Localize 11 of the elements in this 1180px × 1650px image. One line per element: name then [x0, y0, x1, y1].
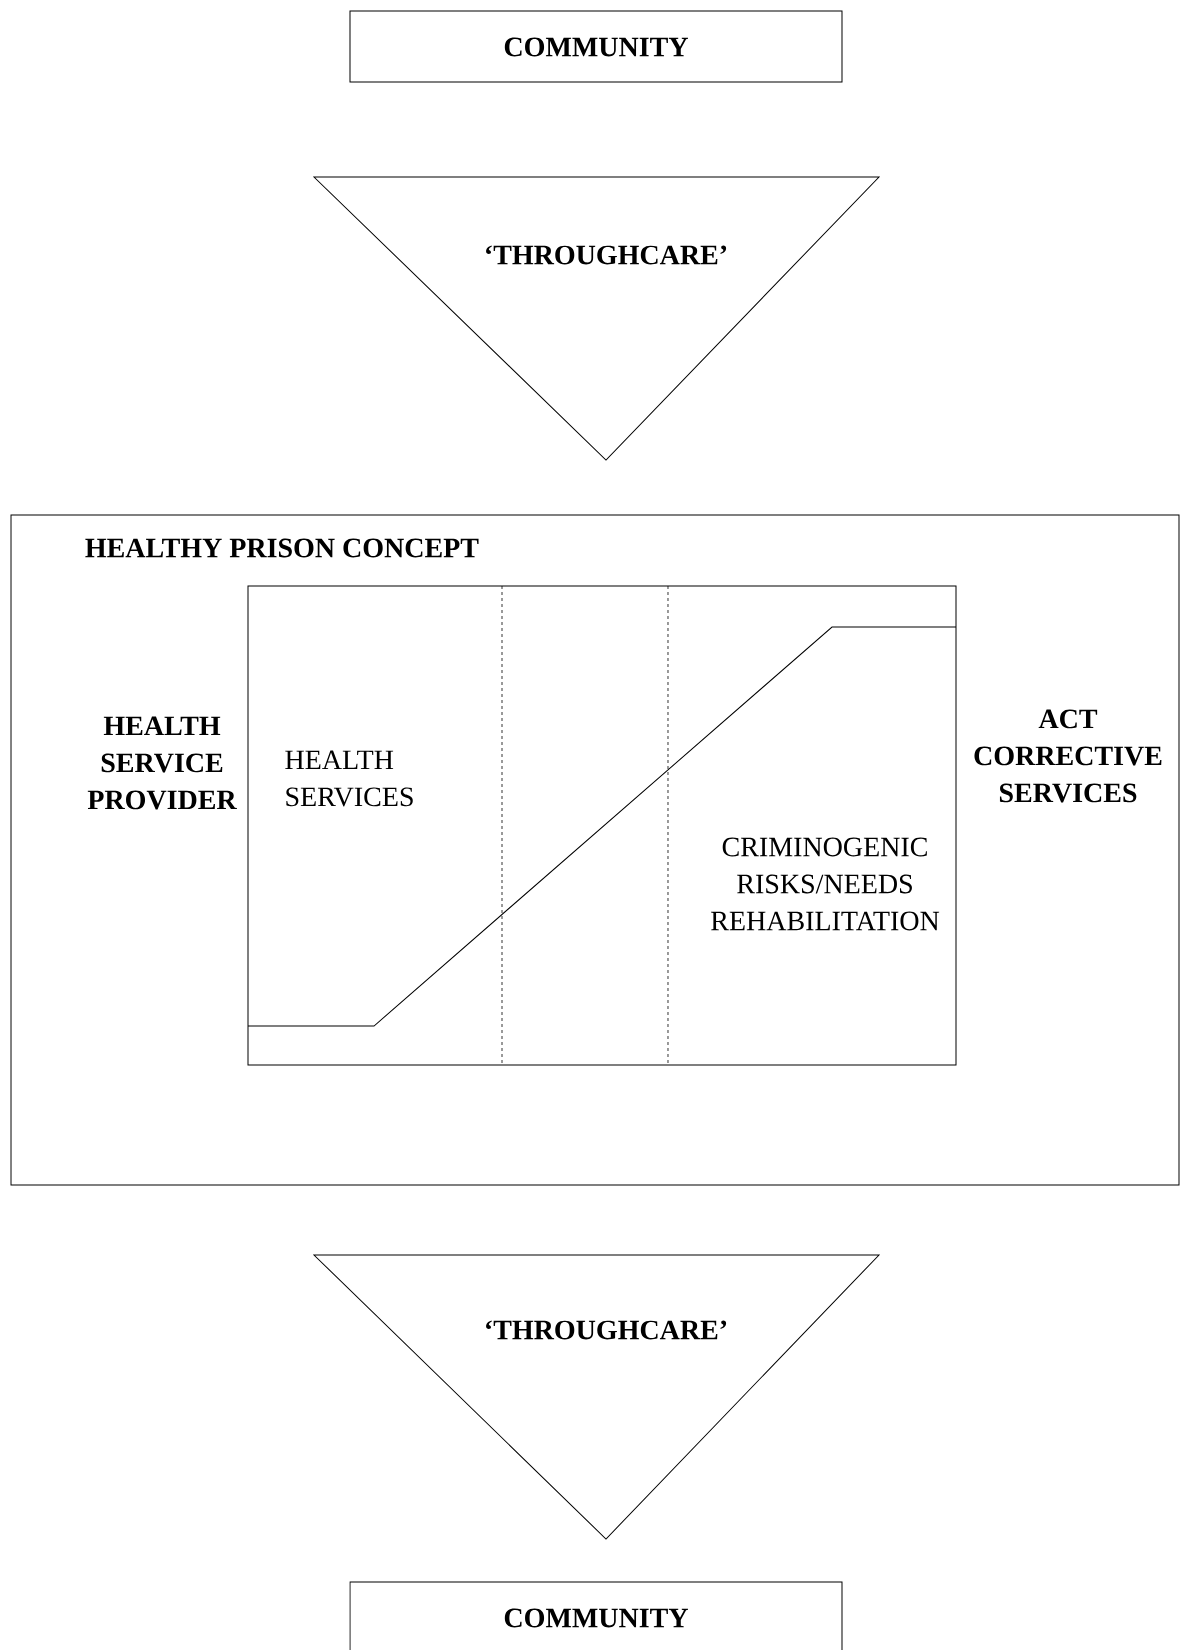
concept-frame	[10, 514, 1180, 1186]
frame-heading: HEALTHY PRISON CONCEPT	[85, 538, 479, 558]
side-label: HEALTH SERVICE PROVIDER	[87, 716, 237, 810]
column-text: HEALTH SERVICES	[285, 750, 413, 807]
community-box: COMMUNITY	[349, 10, 843, 83]
community-box: COMMUNITY	[349, 1581, 843, 1650]
column-text: CRIMINOGENIC RISKS/NEEDS REHABILITATION	[711, 837, 940, 931]
side-label: ACT CORRECTIVE SERVICES	[974, 709, 1162, 803]
panel-box	[247, 585, 957, 1066]
inverted-triangle: ‘THROUGHCARE’	[313, 176, 880, 461]
inverted-triangle: ‘THROUGHCARE’	[313, 1254, 880, 1540]
